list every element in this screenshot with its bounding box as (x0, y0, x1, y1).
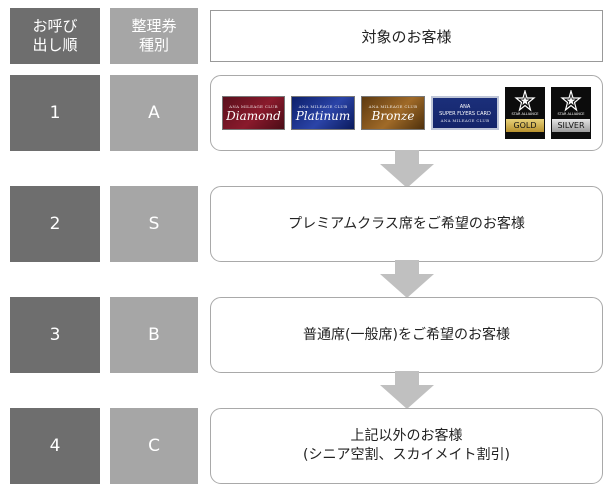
ticket-type-a: A (110, 75, 198, 151)
header-order-line1: お呼び (32, 17, 78, 35)
order-number-3: 3 (10, 297, 100, 373)
card-name: Platinum (295, 108, 351, 123)
card-name: SUPER FLYERS CARD (439, 110, 491, 117)
card-brand: ANA MILEAGE CLUB (368, 103, 418, 109)
star-alliance-icon (560, 90, 582, 112)
header-ticket-type: 整理券 種別 (110, 8, 198, 64)
header-ticket-line1: 整理券 (131, 17, 177, 35)
card-brand: ANA MILEAGE CLUB (298, 103, 348, 109)
down-arrow-icon (380, 150, 434, 188)
target-text-others-note: (シニア空割、スカイメイト割引) (303, 447, 510, 463)
ana-super-flyers-card: ANA SUPER FLYERS CARD ANA MILEAGE CLUB (431, 96, 499, 130)
card-name: Bronze (371, 108, 415, 123)
ana-platinum-card: ANA MILEAGE CLUB Platinum (291, 96, 355, 130)
target-text-economy: 普通席(一般席)をご希望のお客様 (303, 326, 510, 343)
member-cards: ANA MILEAGE CLUB Diamond ANA MILEAGE CLU… (222, 87, 591, 139)
order-number-2: 2 (10, 186, 100, 262)
header-ticket-line2: 種別 (138, 36, 169, 54)
down-arrow-icon (380, 260, 434, 298)
star-alliance-text: STAR ALLIANCE (557, 112, 585, 116)
star-alliance-icon (514, 90, 536, 112)
header-target-customers: 対象のお客様 (210, 10, 603, 62)
ana-bronze-card: ANA MILEAGE CLUB Bronze (361, 96, 425, 130)
target-box-3: 普通席(一般席)をご希望のお客様 (210, 297, 603, 373)
header-order-line2: 出し順 (32, 36, 78, 54)
target-box-4: 上記以外のお客様 (シニア空割、スカイメイト割引) (210, 408, 603, 484)
star-alliance-gold-badge: STAR ALLIANCE GOLD (505, 87, 545, 139)
card-name: Diamond (226, 108, 281, 123)
star-alliance-text: STAR ALLIANCE (511, 112, 539, 116)
star-alliance-silver-badge: STAR ALLIANCE SILVER (551, 87, 591, 139)
ticket-type-s: S (110, 186, 198, 262)
ticket-type-c: C (110, 408, 198, 484)
order-number-4: 4 (10, 408, 100, 484)
card-brand: ANA (459, 103, 471, 110)
target-box-2: プレミアムクラス席をご希望のお客様 (210, 186, 603, 262)
target-text-others: 上記以外のお客様 (350, 428, 463, 444)
gold-label: GOLD (506, 119, 544, 132)
ticket-type-b: B (110, 297, 198, 373)
down-arrow-icon (380, 371, 434, 409)
order-number-1: 1 (10, 75, 100, 151)
target-box-1: ANA MILEAGE CLUB Diamond ANA MILEAGE CLU… (210, 75, 603, 151)
header-order: お呼び 出し順 (10, 8, 100, 64)
card-sub: ANA MILEAGE CLUB (440, 117, 490, 123)
target-text-premium-class: プレミアムクラス席をご希望のお客様 (288, 215, 525, 232)
silver-label: SILVER (552, 119, 590, 132)
ana-diamond-card: ANA MILEAGE CLUB Diamond (222, 96, 285, 130)
card-brand: ANA MILEAGE CLUB (229, 103, 278, 109)
